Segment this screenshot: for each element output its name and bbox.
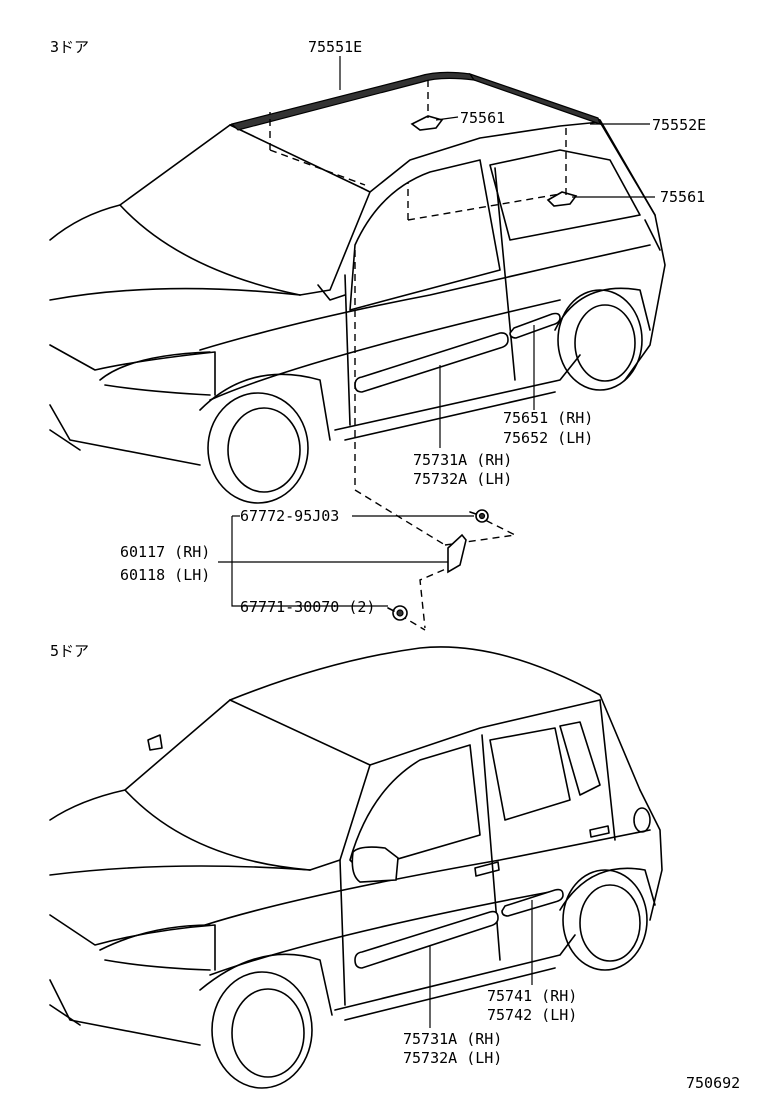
quarter-molding-3-door bbox=[509, 312, 561, 339]
label-67771-30070: 67771-30070 (2) bbox=[240, 598, 375, 616]
roof-clip-3-door-front bbox=[410, 115, 444, 131]
label-75742: 75742 (LH) bbox=[487, 1006, 577, 1024]
label-75652: 75652 (LH) bbox=[503, 429, 593, 447]
label-75732A-top: 75732A (LH) bbox=[413, 470, 512, 488]
label-75651: 75651 (RH) bbox=[503, 409, 593, 427]
roof-clip-3-door-rear bbox=[546, 191, 578, 207]
section-label-5-door: 5ドア bbox=[50, 642, 89, 660]
label-75561-rear: 75561 bbox=[660, 188, 705, 206]
label-60117: 60117 (RH) bbox=[120, 543, 210, 561]
door-molding-5-door-front bbox=[354, 910, 499, 969]
door-molding-3-door bbox=[354, 332, 509, 393]
figure-number: 750692 bbox=[686, 1074, 740, 1092]
label-75561-front: 75561 bbox=[460, 109, 505, 127]
part-labels: 75551E 75561 75552E 75561 75651 (RH) 756… bbox=[120, 38, 706, 1067]
section-label-3-door: 3ドア bbox=[50, 38, 89, 56]
guide-lines-3-door bbox=[269, 80, 567, 631]
clip-67771 bbox=[387, 605, 408, 621]
label-75731A-bottom: 75731A (RH) bbox=[403, 1030, 502, 1048]
label-60118: 60118 (LH) bbox=[120, 566, 210, 584]
label-75732A-bottom: 75732A (LH) bbox=[403, 1049, 502, 1067]
label-67772-95J03: 67772-95J03 bbox=[240, 507, 339, 525]
car-3-door-illustration bbox=[49, 73, 666, 504]
label-75552E: 75552E bbox=[652, 116, 706, 134]
leader-lines bbox=[218, 56, 655, 1028]
label-75741: 75741 (RH) bbox=[487, 987, 577, 1005]
car-5-door-illustration bbox=[49, 646, 663, 1089]
screw-67772 bbox=[469, 509, 489, 523]
label-75731A-top: 75731A (RH) bbox=[413, 451, 512, 469]
label-75551E: 75551E bbox=[308, 38, 362, 56]
bracket-60117 bbox=[447, 533, 467, 574]
